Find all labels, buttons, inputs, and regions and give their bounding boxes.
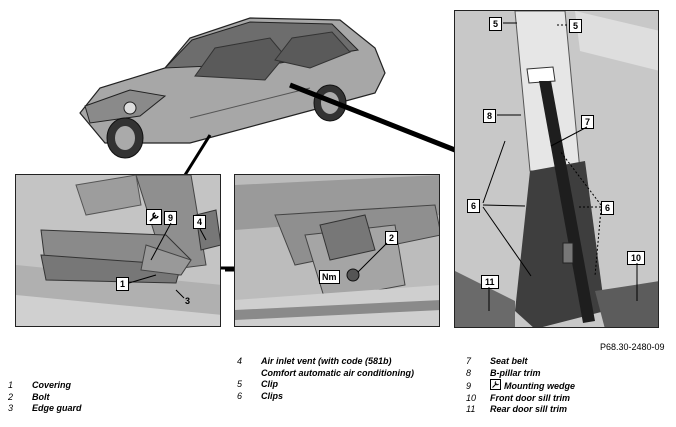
legend-num: 6 <box>237 390 243 401</box>
callout-5-left: 5 <box>489 17 503 31</box>
legend-column-1: 1 Covering 2 Bolt 3 Edge guard <box>8 380 82 415</box>
legend-text: Edge guard <box>32 403 82 413</box>
callout-11: 11 <box>481 275 499 289</box>
legend-item-7: 7 Seat belt <box>466 356 575 368</box>
legend-text: Mounting wedge <box>504 381 575 391</box>
legend-num: 9 <box>466 381 472 391</box>
leader-lines-seat <box>128 222 207 299</box>
legend-item-4: 4 Air inlet vent (with code (581b) <box>237 356 414 368</box>
callout-7: 7 <box>581 115 595 129</box>
mounting-wedge-symbol <box>146 209 162 225</box>
legend-num: 7 <box>466 356 472 366</box>
legend-item-8: 8 B-pillar trim <box>466 368 575 380</box>
bolt-drawing <box>235 175 439 326</box>
legend-text: Covering <box>32 380 72 390</box>
legend-item-1: 1 Covering <box>8 380 82 392</box>
leader-lines-bolt <box>357 242 388 273</box>
legend-num: 5 <box>237 379 243 389</box>
car-illustration <box>79 17 386 159</box>
figure-reference: P68.30-2480-09 <box>600 342 665 352</box>
callout-2: 2 <box>385 231 399 245</box>
seat-detail-panel: 9 4 1 3 <box>15 174 221 327</box>
legend-column-3: 7 Seat belt 8 B-pillar trim 9 Mounting wedge 1… <box>466 356 575 416</box>
legend-item-5: 5 Clip <box>237 379 414 391</box>
legend-num: 11 <box>466 404 476 414</box>
legend-text: B-pillar trim <box>490 367 541 378</box>
torque-nm-symbol: Nm <box>319 270 340 284</box>
legend-text: Bolt <box>32 391 50 402</box>
legend-num: 10 <box>466 392 477 403</box>
wrench-icon <box>490 379 501 390</box>
legend-item-11: 11 Rear door sill trim <box>466 404 575 416</box>
legend-text: Rear door sill trim <box>490 404 568 414</box>
bolt-detail-panel: 2 Nm <box>234 174 440 327</box>
legend-text: Clip <box>261 379 278 389</box>
callout-1: 1 <box>116 277 130 291</box>
legend-text: Seat belt <box>490 356 528 366</box>
b-pillar-detail-panel: 5 5 8 7 6 6 10 11 <box>454 10 659 328</box>
legend-num: 2 <box>8 391 14 402</box>
legend-item-6: 6 Clips <box>237 391 414 403</box>
legend-text: Front door sill trim <box>490 392 570 403</box>
legend-item-2: 2 Bolt <box>8 392 82 404</box>
legend-text: Clips <box>261 390 284 401</box>
callout-8: 8 <box>483 109 497 123</box>
legend-num: 3 <box>8 403 14 413</box>
legend-text: Air inlet vent (with code (581b) <box>261 356 392 366</box>
callout-10: 10 <box>627 251 646 265</box>
legend-num: 8 <box>466 367 472 378</box>
legend-item-3: 3 Edge guard <box>8 403 82 415</box>
wrench-icon <box>149 212 159 222</box>
legend-item-4-continued: Comfort automatic air conditioning) <box>261 367 414 378</box>
callout-6-right: 6 <box>601 201 615 215</box>
legend-num: 4 <box>237 356 243 366</box>
b-pillar-drawing <box>455 11 658 327</box>
legend-num: 1 <box>8 380 14 390</box>
callout-3: 3 <box>185 296 191 306</box>
seat-drawing <box>16 175 220 326</box>
legend-item-9: 9 Mounting wedge <box>466 379 575 393</box>
leader-lines-pillar <box>482 22 638 311</box>
legend-item-10: 10 Front door sill trim <box>466 393 575 405</box>
legend-column-2: 4 Air inlet vent (with code (581b) Comfor… <box>237 356 414 402</box>
callout-5-right: 5 <box>569 19 583 33</box>
callout-4: 4 <box>193 215 207 229</box>
callout-6-left: 6 <box>467 199 481 213</box>
